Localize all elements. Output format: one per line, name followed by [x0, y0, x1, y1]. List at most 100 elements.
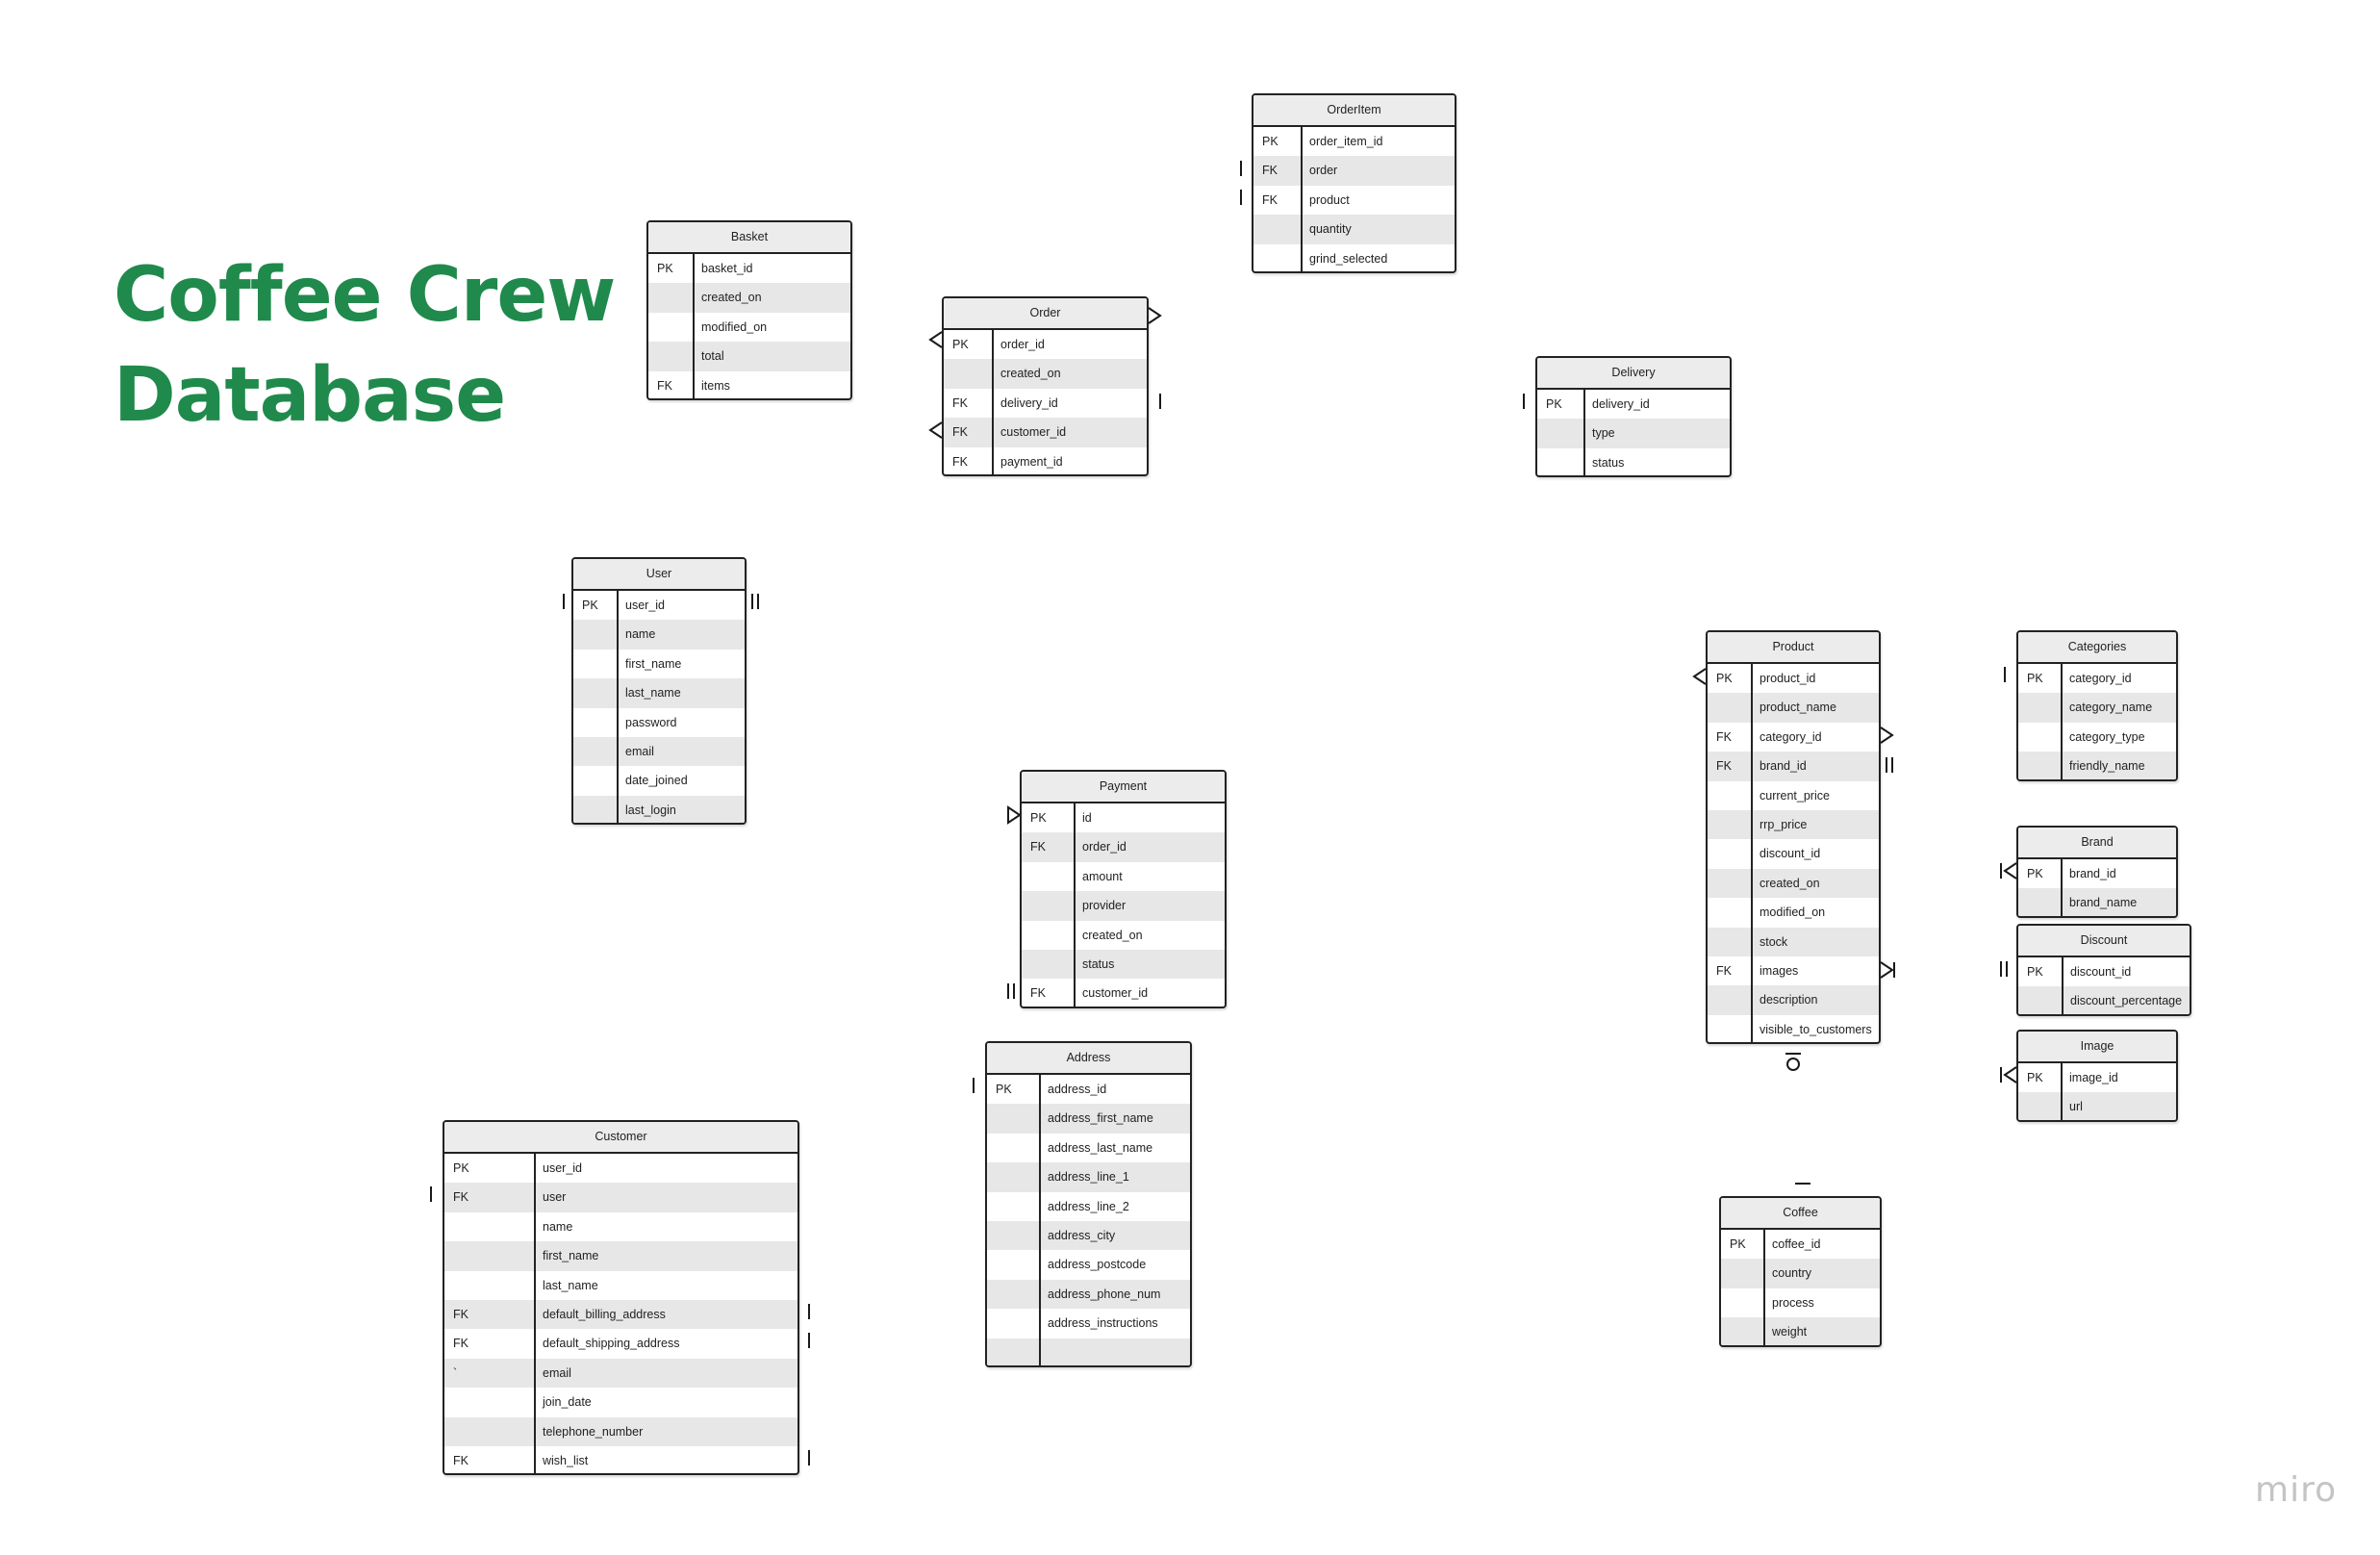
field-name: category_type [2069, 729, 2145, 744]
field-name: created_on [1082, 928, 1143, 942]
table-header: Payment [1022, 772, 1225, 803]
table-row: PK order_id [944, 330, 1147, 359]
table-row: rrp_price [1708, 809, 1879, 840]
field-name: user_id [543, 1161, 582, 1175]
table-header: Discount [2018, 926, 2190, 957]
zero-mark [1786, 1058, 1800, 1071]
table-row: weight [1721, 1317, 1880, 1345]
field-name: discount_id [1760, 847, 1821, 861]
table-row: created_on [1708, 868, 1879, 899]
table-row: created_on [1022, 921, 1225, 950]
table-row: address_line_1 [987, 1162, 1190, 1192]
field-name: order_id [1000, 338, 1045, 351]
field-name: last_name [625, 686, 681, 701]
table-row: provider [1022, 891, 1225, 921]
table-row: first_name [573, 650, 745, 678]
key-label: PK [952, 338, 969, 351]
table-row: created_on [648, 283, 850, 313]
field-name: address_last_name [1048, 1140, 1153, 1155]
field-name: user [543, 1190, 567, 1205]
column-divider [693, 252, 695, 398]
column-divider [617, 589, 619, 824]
table-row: FK customer_id [944, 418, 1147, 447]
table-row: current_price [1708, 781, 1879, 810]
table-row: stock [1708, 927, 1879, 956]
table-row: discount_percentage [2018, 986, 2190, 1014]
field-name: product_id [1760, 672, 1816, 685]
field-name: address_instructions [1048, 1316, 1158, 1331]
many-mark [1692, 668, 1707, 685]
field-name: name [543, 1219, 573, 1234]
field-name: amount [1082, 869, 1123, 883]
column-divider [2061, 857, 2063, 916]
key-label: FK [1030, 840, 1046, 854]
field-name: stock [1760, 934, 1788, 949]
field-name: friendly_name [2069, 759, 2145, 774]
field-name: created_on [1000, 367, 1061, 381]
table-row: email [573, 736, 745, 767]
field-name: address_phone_num [1048, 1287, 1161, 1301]
table-row: last_name [573, 678, 745, 708]
field-name: address_first_name [1048, 1111, 1153, 1126]
field-name: customer_id [1000, 425, 1067, 440]
table-row: address_first_name [987, 1104, 1190, 1134]
field-name: discount_percentage [2070, 994, 2183, 1008]
field-name: brand_id [2069, 867, 2116, 880]
field-name: last_name [543, 1278, 598, 1292]
table-row: product_name [1708, 693, 1879, 723]
key-label: PK [1030, 811, 1047, 825]
key-label: FK [1716, 729, 1732, 744]
table-row: address_postcode [987, 1250, 1190, 1279]
field-name: password [625, 715, 677, 729]
field-name: join_date [543, 1395, 592, 1410]
field-name: category_id [1760, 729, 1822, 744]
table-row: country [1721, 1259, 1880, 1288]
table-header: User [573, 559, 745, 591]
key-label: PK [996, 1083, 1012, 1096]
table-header: Address [987, 1043, 1190, 1075]
field-name: email [625, 744, 654, 758]
key-label: FK [952, 425, 968, 440]
table-row: brand_name [2018, 888, 2176, 916]
field-name: default_billing_address [543, 1307, 666, 1321]
key-label: FK [1262, 192, 1278, 207]
key-label: PK [2027, 1071, 2043, 1084]
field-name: payment_id [1000, 454, 1063, 469]
table-header: Basket [648, 222, 850, 254]
table-row: address_instructions [987, 1309, 1190, 1338]
table-row: join_date [444, 1388, 798, 1416]
table-row: discount_id [1708, 839, 1879, 868]
column-divider [1301, 125, 1303, 271]
table-header: OrderItem [1253, 95, 1455, 127]
table-row: last_login [573, 795, 745, 824]
field-name: address_line_1 [1048, 1170, 1129, 1185]
table-row: visible_to_customers [1708, 1015, 1879, 1042]
column-divider [1763, 1228, 1765, 1345]
key-label: PK [2027, 672, 2043, 685]
table-header: Customer [444, 1122, 798, 1154]
